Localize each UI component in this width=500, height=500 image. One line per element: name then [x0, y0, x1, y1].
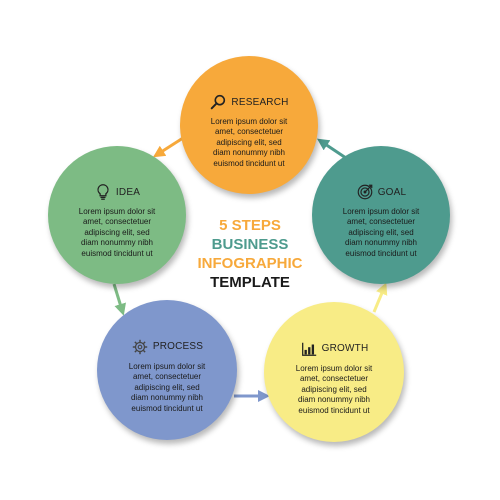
step-goal-title: GOAL	[377, 186, 407, 198]
step-process: PROCESS Lorem ipsum dolor sit amet, cons…	[97, 300, 237, 440]
center-title-line-1: 5 STEPS	[219, 217, 281, 234]
arrow-goal-to-research	[317, 138, 347, 160]
arrow-idea-to-process	[112, 283, 126, 316]
gear-icon	[131, 338, 149, 356]
center-title-line-3: INFOGRAPHIC	[197, 255, 303, 272]
step-goal-header: GOAL	[312, 183, 450, 201]
center-title-line-4: TEMPLATE	[210, 274, 290, 291]
step-idea-title: IDEA	[115, 186, 141, 198]
step-process-body: Lorem ipsum dolor sit amet, consectetuer…	[128, 361, 206, 413]
lightbulb-icon	[94, 183, 112, 201]
step-goal: GOAL Lorem ipsum dolor sit amet, consect…	[312, 146, 450, 284]
step-research-title: RESEARCH	[231, 96, 289, 108]
arrow-research-to-idea	[152, 136, 184, 158]
step-process-title: PROCESS	[152, 341, 204, 353]
step-process-header: PROCESS	[97, 338, 237, 356]
center-title-line-2: BUSINESS	[211, 236, 289, 253]
step-research-body: Lorem ipsum dolor sit amet, consectetuer…	[210, 116, 288, 168]
magnifier-icon	[209, 93, 227, 111]
step-idea-header: IDEA	[48, 183, 186, 201]
center-title: 5 STEPS BUSINESS INFOGRAPHIC TEMPLATE	[160, 216, 340, 292]
step-research: RESEARCH Lorem ipsum dolor sit amet, con…	[180, 56, 318, 194]
step-growth-title: GROWTH	[321, 343, 369, 355]
step-idea-body: Lorem ipsum dolor sit amet, consectetuer…	[78, 206, 156, 258]
bar-chart-icon	[300, 340, 318, 358]
target-icon	[356, 183, 374, 201]
step-growth: GROWTH Lorem ipsum dolor sit amet, conse…	[264, 302, 404, 442]
arrow-growth-to-goal	[372, 282, 388, 313]
step-goal-body: Lorem ipsum dolor sit amet, consectetuer…	[342, 206, 420, 258]
step-growth-body: Lorem ipsum dolor sit amet, consectetuer…	[295, 363, 373, 415]
step-idea: IDEA Lorem ipsum dolor sit amet, consect…	[48, 146, 186, 284]
step-research-header: RESEARCH	[180, 93, 318, 111]
step-growth-header: GROWTH	[264, 340, 404, 358]
